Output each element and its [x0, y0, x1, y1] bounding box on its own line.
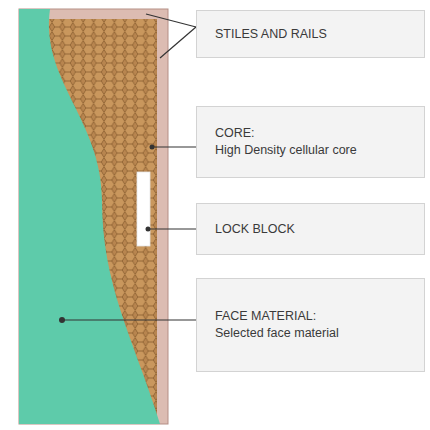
callout-heading: FACE MATERIAL:	[215, 308, 410, 325]
callout-box: FACE MATERIAL:Selected face material	[196, 278, 425, 372]
callout-text: Selected face material	[215, 325, 410, 342]
callout-text: High Density cellular core	[215, 142, 410, 159]
callout-box: STILES AND RAILS	[196, 10, 425, 58]
callout-box: CORE:High Density cellular core	[196, 106, 425, 178]
leader-dots	[59, 145, 155, 324]
callout-heading: STILES AND RAILS	[215, 26, 410, 43]
leader-lines	[62, 14, 196, 320]
face-material	[19, 9, 160, 424]
stiles-and-rails	[19, 9, 168, 424]
callout-box: LOCK BLOCK	[196, 203, 425, 255]
callout-heading: CORE:	[215, 125, 410, 142]
lock-block	[137, 172, 150, 246]
callout-heading: LOCK BLOCK	[215, 221, 410, 238]
